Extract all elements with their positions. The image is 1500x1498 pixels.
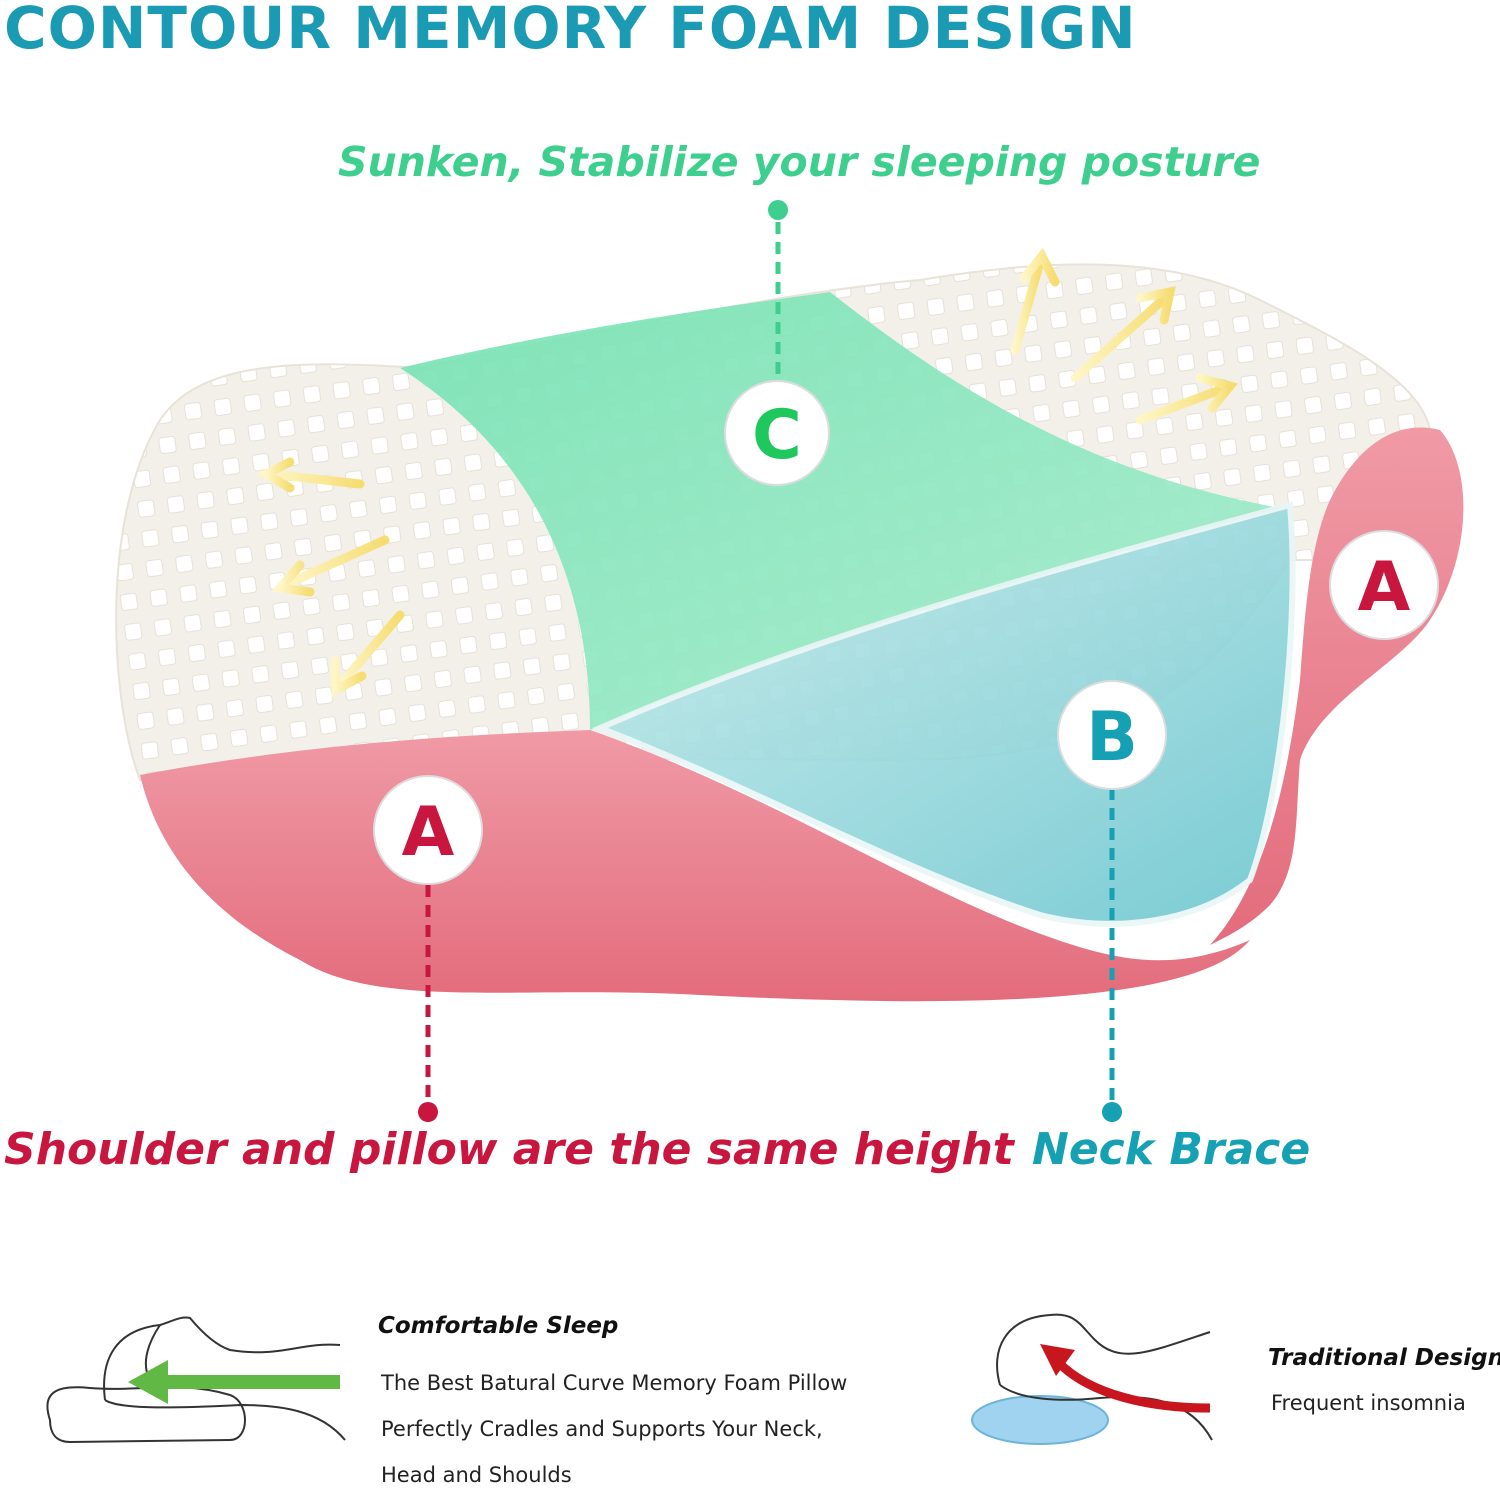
comfortable-sleep-title: Comfortable Sleep bbox=[378, 1313, 619, 1339]
marker-c: C bbox=[724, 380, 830, 486]
headline: CONTOUR MEMORY FOAM DESIGN bbox=[4, 0, 1137, 62]
zone-b-callout: Neck Brace bbox=[1032, 1124, 1311, 1175]
zone-b-leader-dot bbox=[1102, 1102, 1122, 1122]
traditional-design-title: Traditional Design bbox=[1268, 1345, 1500, 1371]
comfortable-line-3: Head and Shoulds bbox=[381, 1463, 572, 1487]
zone-a-callout: Shoulder and pillow are the same height bbox=[4, 1124, 1014, 1175]
green-arrow-icon bbox=[128, 1360, 340, 1404]
zone-c-area bbox=[400, 292, 1280, 730]
comfortable-line-1: The Best Batural Curve Memory Foam Pillo… bbox=[381, 1371, 848, 1395]
marker-a-right-label: A bbox=[1358, 548, 1411, 627]
marker-a-left-label: A bbox=[402, 793, 455, 872]
marker-c-label: C bbox=[752, 396, 802, 475]
red-curved-arrow-icon bbox=[1040, 1344, 1211, 1413]
marker-b: B bbox=[1057, 680, 1167, 790]
comfortable-sleep-diagram bbox=[46, 1316, 346, 1444]
comfortable-sleep-description: The Best Batural Curve Memory Foam Pillo… bbox=[381, 1360, 847, 1498]
marker-b-label: B bbox=[1086, 698, 1138, 777]
zone-b-area bbox=[592, 501, 1296, 927]
zone-c-callout: Sunken, Stabilize your sleeping posture bbox=[338, 138, 1261, 186]
traditional-design-diagram bbox=[971, 1313, 1213, 1445]
zone-c-leader-dot bbox=[768, 200, 788, 220]
comfortable-line-2: Perfectly Cradles and Supports Your Neck… bbox=[381, 1417, 823, 1441]
marker-a-right: A bbox=[1329, 530, 1439, 640]
breathable-arrows bbox=[256, 247, 1238, 698]
marker-a-left: A bbox=[373, 775, 483, 885]
zone-a-leader-dot bbox=[418, 1102, 438, 1122]
traditional-design-description: Frequent insomnia bbox=[1271, 1391, 1466, 1415]
